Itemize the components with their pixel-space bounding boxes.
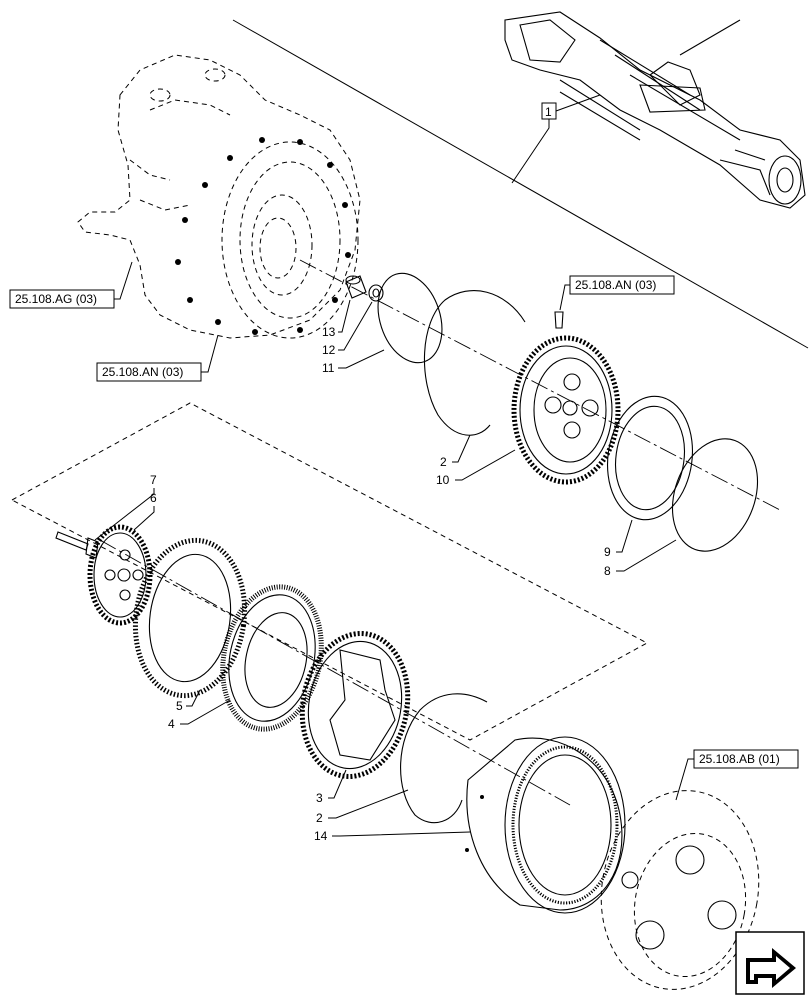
callout-5-leader (186, 689, 201, 707)
next-page-arrow-icon[interactable] (735, 931, 805, 995)
grease-fitting (554, 311, 564, 329)
ref-ag-leader (114, 261, 133, 300)
upper-center-line (299, 259, 781, 511)
callout-2-upper: 2 (440, 455, 447, 469)
ref-25-108-an-03-left[interactable]: 25.108.AN (03) (102, 365, 183, 379)
callout-14-leader (332, 831, 471, 837)
washer-part-12 (368, 284, 384, 302)
carrier-part-6 (87, 524, 153, 626)
callout-2-upper-leader (452, 434, 471, 463)
plate-part-3 (299, 631, 411, 779)
ring-part-9 (606, 395, 694, 521)
callout-12-leader (338, 301, 373, 351)
axle-assembly (504, 11, 806, 209)
callout-2-lower-leader (328, 789, 409, 819)
bushing-part-13 (345, 275, 367, 299)
callout-4: 4 (168, 717, 175, 731)
callout-11: 11 (322, 361, 335, 375)
hub-housing (77, 54, 361, 339)
callout-7: 7 (150, 473, 157, 487)
callout-1-leader-2 (555, 94, 601, 112)
ref-an-top-leader (559, 284, 570, 311)
callout-14: 14 (314, 829, 328, 843)
callout-6: 6 (150, 491, 157, 505)
ref-25-108-an-03-top[interactable]: 25.108.AN (03) (575, 278, 656, 292)
callout-9: 9 (604, 545, 611, 559)
friction-disc-part-4 (220, 584, 324, 732)
callout-5: 5 (176, 699, 183, 713)
callout-2-lower: 2 (316, 811, 323, 825)
ref-ab-leader (675, 758, 694, 801)
callout-3: 3 (316, 791, 323, 805)
gear-part-10 (511, 335, 621, 485)
callout-1-leader (511, 119, 550, 184)
callout-10-leader (455, 449, 516, 481)
callout-11-leader (338, 349, 385, 369)
callout-8-leader (616, 539, 677, 572)
callout-3-leader (328, 769, 347, 799)
oring-part-8 (671, 438, 759, 552)
ref-25-108-ag-03[interactable]: 25.108.AG (03) (15, 292, 97, 306)
snap-ring-part-2-upper (423, 290, 526, 436)
lower-center-line (99, 539, 571, 806)
callout-1: 1 (545, 105, 552, 119)
callout-12: 12 (322, 343, 336, 357)
ring-gear-part-14 (465, 736, 626, 914)
disc-part-5 (132, 537, 248, 699)
callout-13-leader (338, 299, 351, 333)
callout-8: 8 (604, 564, 611, 578)
ring-part-11 (377, 272, 443, 364)
ref-25-108-ab-01[interactable]: 25.108.AB (01) (699, 752, 780, 766)
callout-9-leader (616, 519, 633, 553)
snap-ring-part-2-lower (400, 693, 488, 824)
callout-13: 13 (322, 325, 336, 339)
callout-10: 10 (436, 473, 450, 487)
ref-an-left-leader (201, 334, 219, 373)
callout-4-leader (180, 699, 231, 725)
callout-6-leader (133, 506, 155, 531)
section-divider-line (232, 19, 809, 349)
callout-7-leader (94, 488, 155, 541)
hub-cover (600, 790, 760, 990)
group-outline (10, 402, 649, 741)
